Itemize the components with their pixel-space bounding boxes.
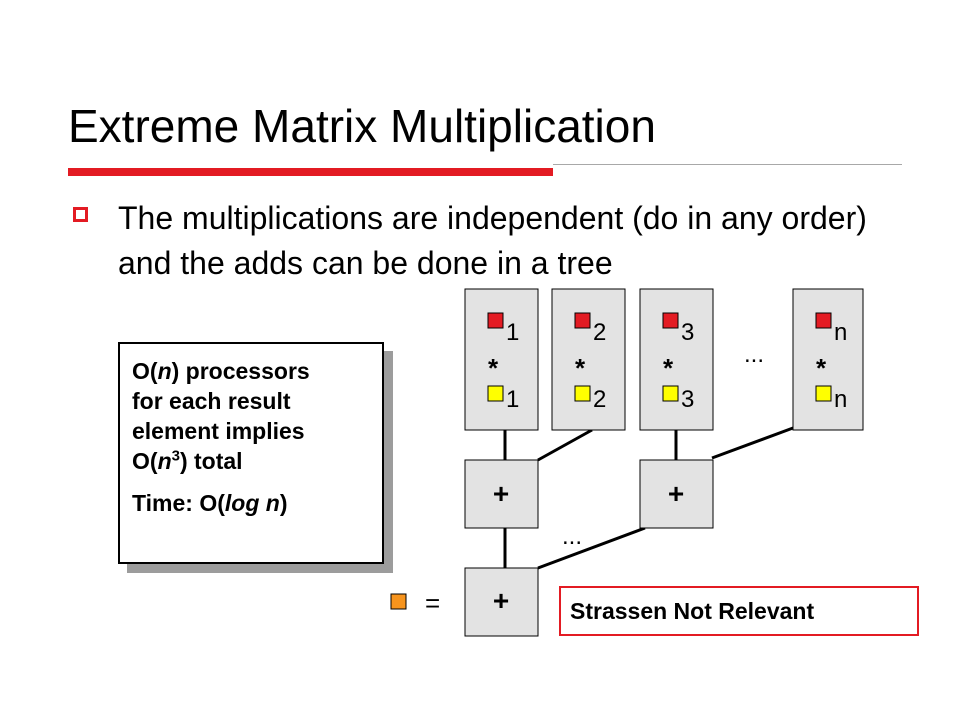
plus-symbol: + (493, 478, 509, 509)
info-line-1: O(n) processors (132, 358, 310, 384)
row-element-marker (662, 312, 679, 329)
column-element-marker (487, 385, 504, 402)
root-adder-node: + (464, 567, 539, 637)
slide-title: Extreme Matrix Multiplication (68, 100, 656, 152)
complexity-info-box: O(n) processors for each result element … (118, 342, 384, 564)
adder-ellipsis: ... (562, 523, 582, 550)
multiplier-ellipsis: ... (744, 341, 764, 368)
title-underline-gray (553, 164, 902, 165)
multiply-symbol: * (816, 353, 827, 383)
tree-connectors (503, 426, 794, 570)
bullet-square-icon (73, 207, 88, 222)
multiplier-top-index: 3 (681, 319, 694, 346)
connector-mult2-add1 (537, 428, 593, 462)
adder-node: + (464, 459, 539, 529)
connector-multn-add2 (711, 426, 794, 460)
info-line-2: for each result (132, 388, 291, 414)
result-element-marker (390, 593, 407, 610)
row-element-marker (574, 312, 591, 329)
info-line-4: O(n3) total (132, 447, 243, 474)
plus-symbol: + (668, 478, 684, 509)
multiplier-node: 1 * 1 (464, 288, 539, 431)
multiplier-top-index: n (834, 319, 847, 346)
plus-symbol: + (493, 585, 509, 616)
multiply-symbol: * (488, 353, 499, 383)
multiplier-node: 2 * 2 (551, 288, 626, 431)
multiplier-top-index: 2 (593, 319, 606, 346)
multiply-symbol: * (575, 353, 586, 383)
multiply-symbol: * (663, 353, 674, 383)
multiplier-bottom-index: 2 (593, 386, 606, 413)
multiplier-top-index: 1 (506, 319, 519, 346)
column-element-marker (815, 385, 832, 402)
strassen-note: Strassen Not Relevant (559, 586, 919, 636)
multiplier-bottom-index: 1 (506, 386, 519, 413)
multiplier-node: 3 * 3 (639, 288, 714, 431)
connector-add2-root (537, 526, 646, 570)
column-element-marker (574, 385, 591, 402)
row-element-marker (815, 312, 832, 329)
multiplier-node: n * n (792, 288, 864, 431)
bullet-text: The multiplications are independent (do … (118, 200, 867, 281)
equals-symbol: = (425, 588, 440, 618)
title-underline-red (68, 168, 553, 176)
multiplier-bottom-index: 3 (681, 386, 694, 413)
row-element-marker (487, 312, 504, 329)
multiplier-bottom-index: n (834, 386, 847, 413)
adder-node: + (639, 459, 714, 529)
info-time-line: Time: O(log n) (132, 490, 288, 516)
column-element-marker (662, 385, 679, 402)
info-line-3: element implies (132, 418, 305, 444)
